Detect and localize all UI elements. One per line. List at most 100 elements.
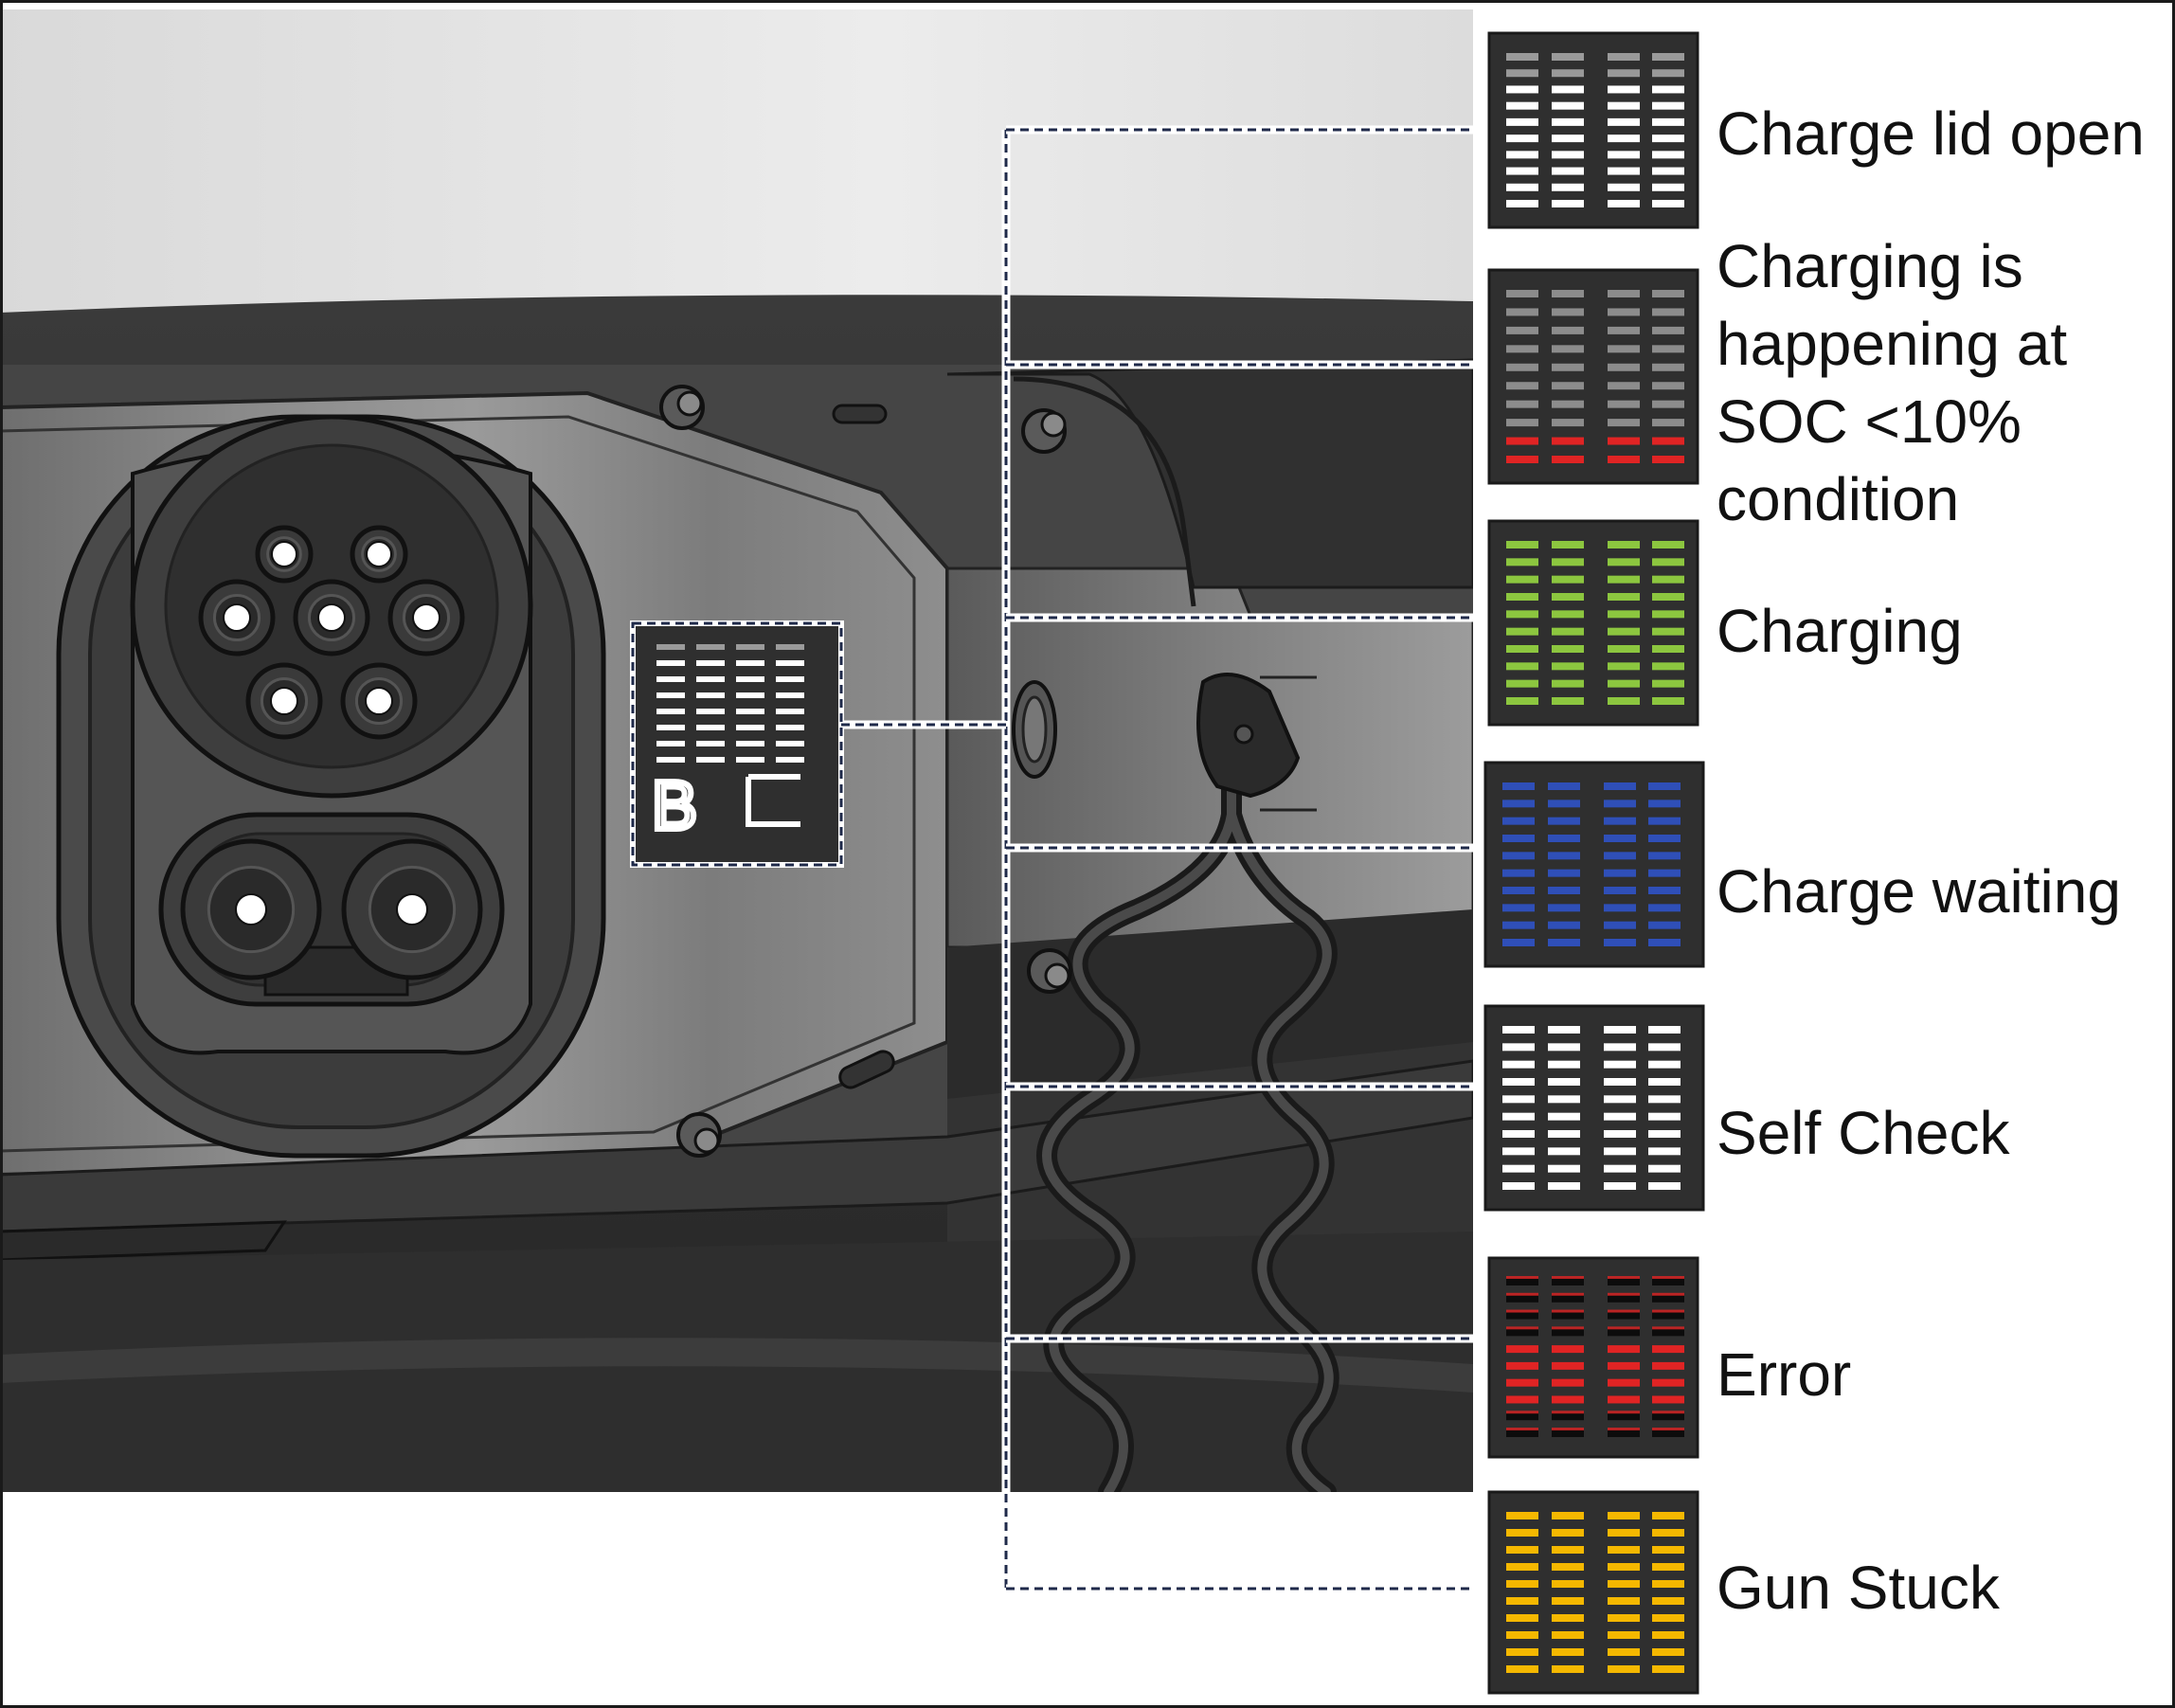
bolt-right-top <box>1021 408 1067 454</box>
led-bar <box>1552 1361 1584 1370</box>
led-panel-5 <box>1483 1004 1705 1212</box>
led-bar <box>1506 575 1538 584</box>
led-bar <box>1552 400 1584 408</box>
led-bar <box>1604 939 1636 946</box>
led-bar <box>1506 1665 1538 1673</box>
led-bar <box>1608 1395 1640 1404</box>
led-bar <box>1652 627 1684 636</box>
led-bar <box>1652 117 1684 126</box>
led-bar <box>1608 1345 1640 1354</box>
led-bar <box>1604 1095 1636 1104</box>
led-bar <box>1608 1361 1640 1370</box>
vehicle-led-bar <box>656 692 685 698</box>
led-bar <box>1506 610 1538 619</box>
led-bar <box>1652 645 1684 653</box>
led-bar <box>1652 541 1684 548</box>
led-bar <box>1604 1043 1636 1052</box>
led-bar <box>1648 1112 1681 1121</box>
led-bar <box>1548 887 1580 894</box>
led-bar <box>1506 290 1538 297</box>
led-bar <box>1506 117 1538 126</box>
led-bar <box>1652 69 1684 78</box>
led-bar <box>1502 1026 1535 1034</box>
led-bar <box>1652 1648 1684 1656</box>
led-bar <box>1552 437 1584 445</box>
led-bar <box>1506 645 1538 653</box>
led-bar <box>1548 1060 1580 1069</box>
led-bar <box>1608 1311 1640 1320</box>
led-bar <box>1502 921 1535 929</box>
led-bar <box>1506 101 1538 110</box>
vehicle-led-bar <box>696 692 725 698</box>
led-bar <box>1608 697 1640 705</box>
connector-display-text: B <box>652 768 697 844</box>
led-bar <box>1552 610 1584 619</box>
led-bar <box>1552 1614 1584 1622</box>
vehicle-led-indicator: B <box>630 620 844 868</box>
vehicle-led-bar <box>656 757 685 763</box>
led-bar <box>1548 1130 1580 1138</box>
socket-pin <box>245 662 323 740</box>
led-bar <box>1604 852 1636 860</box>
led-bar <box>1506 679 1538 688</box>
led-bar <box>1506 1345 1538 1354</box>
led-bar-edge <box>1552 1326 1584 1330</box>
led-bar <box>1502 1043 1535 1052</box>
led-bar <box>1506 53 1538 61</box>
led-bar <box>1608 382 1640 390</box>
vehicle-led-bar <box>776 757 804 763</box>
led-bar <box>1648 887 1681 894</box>
led-bar-edge <box>1608 1326 1640 1330</box>
led-bar <box>1608 1378 1640 1387</box>
vehicle-led-bar <box>736 725 764 730</box>
led-bar <box>1548 817 1580 825</box>
led-bar <box>1548 921 1580 929</box>
socket-pin <box>293 579 370 656</box>
led-bar <box>1604 817 1636 825</box>
led-bar <box>1652 593 1684 601</box>
led-bar <box>1652 53 1684 61</box>
led-bar <box>1604 1147 1636 1156</box>
led-bar <box>1648 904 1681 912</box>
state-label-3: Charging <box>1717 597 1963 665</box>
led-bar <box>1648 869 1681 877</box>
led-bar <box>1548 1043 1580 1052</box>
led-bar <box>1506 183 1538 191</box>
led-bar <box>1604 1078 1636 1086</box>
led-bar <box>1502 1078 1535 1086</box>
led-bar <box>1608 662 1640 671</box>
led-bar <box>1548 1164 1580 1173</box>
led-bar <box>1502 1060 1535 1069</box>
led-bar <box>1506 437 1538 445</box>
led-bar <box>1506 627 1538 636</box>
led-bar <box>1608 345 1640 353</box>
led-bar <box>1652 1378 1684 1387</box>
led-bar <box>1552 345 1584 353</box>
led-bar <box>1604 835 1636 842</box>
led-bar <box>1548 1095 1580 1104</box>
led-bar <box>1502 887 1535 894</box>
led-bar <box>1552 419 1584 427</box>
led-bar <box>1608 101 1640 110</box>
led-bar <box>1502 1147 1535 1156</box>
led-bar <box>1608 53 1640 61</box>
led-bar <box>1552 1328 1584 1337</box>
led-bar <box>1608 1429 1640 1437</box>
led-bar <box>1608 183 1640 191</box>
led-bar <box>1548 1147 1580 1156</box>
led-bar <box>1652 1529 1684 1537</box>
led-bar <box>1506 1395 1538 1404</box>
led-bar <box>1604 1164 1636 1173</box>
led-bar <box>1608 1294 1640 1303</box>
led-panel-1 <box>1487 31 1699 229</box>
led-bar <box>1604 1112 1636 1121</box>
led-bar <box>1502 852 1535 860</box>
led-bar <box>1652 1345 1684 1354</box>
led-bar <box>1608 326 1640 334</box>
led-bar <box>1648 939 1681 946</box>
vehicle-led-bar <box>776 725 804 730</box>
led-bar <box>1608 117 1640 126</box>
led-bar <box>1648 1060 1681 1069</box>
led-bar <box>1548 869 1580 877</box>
